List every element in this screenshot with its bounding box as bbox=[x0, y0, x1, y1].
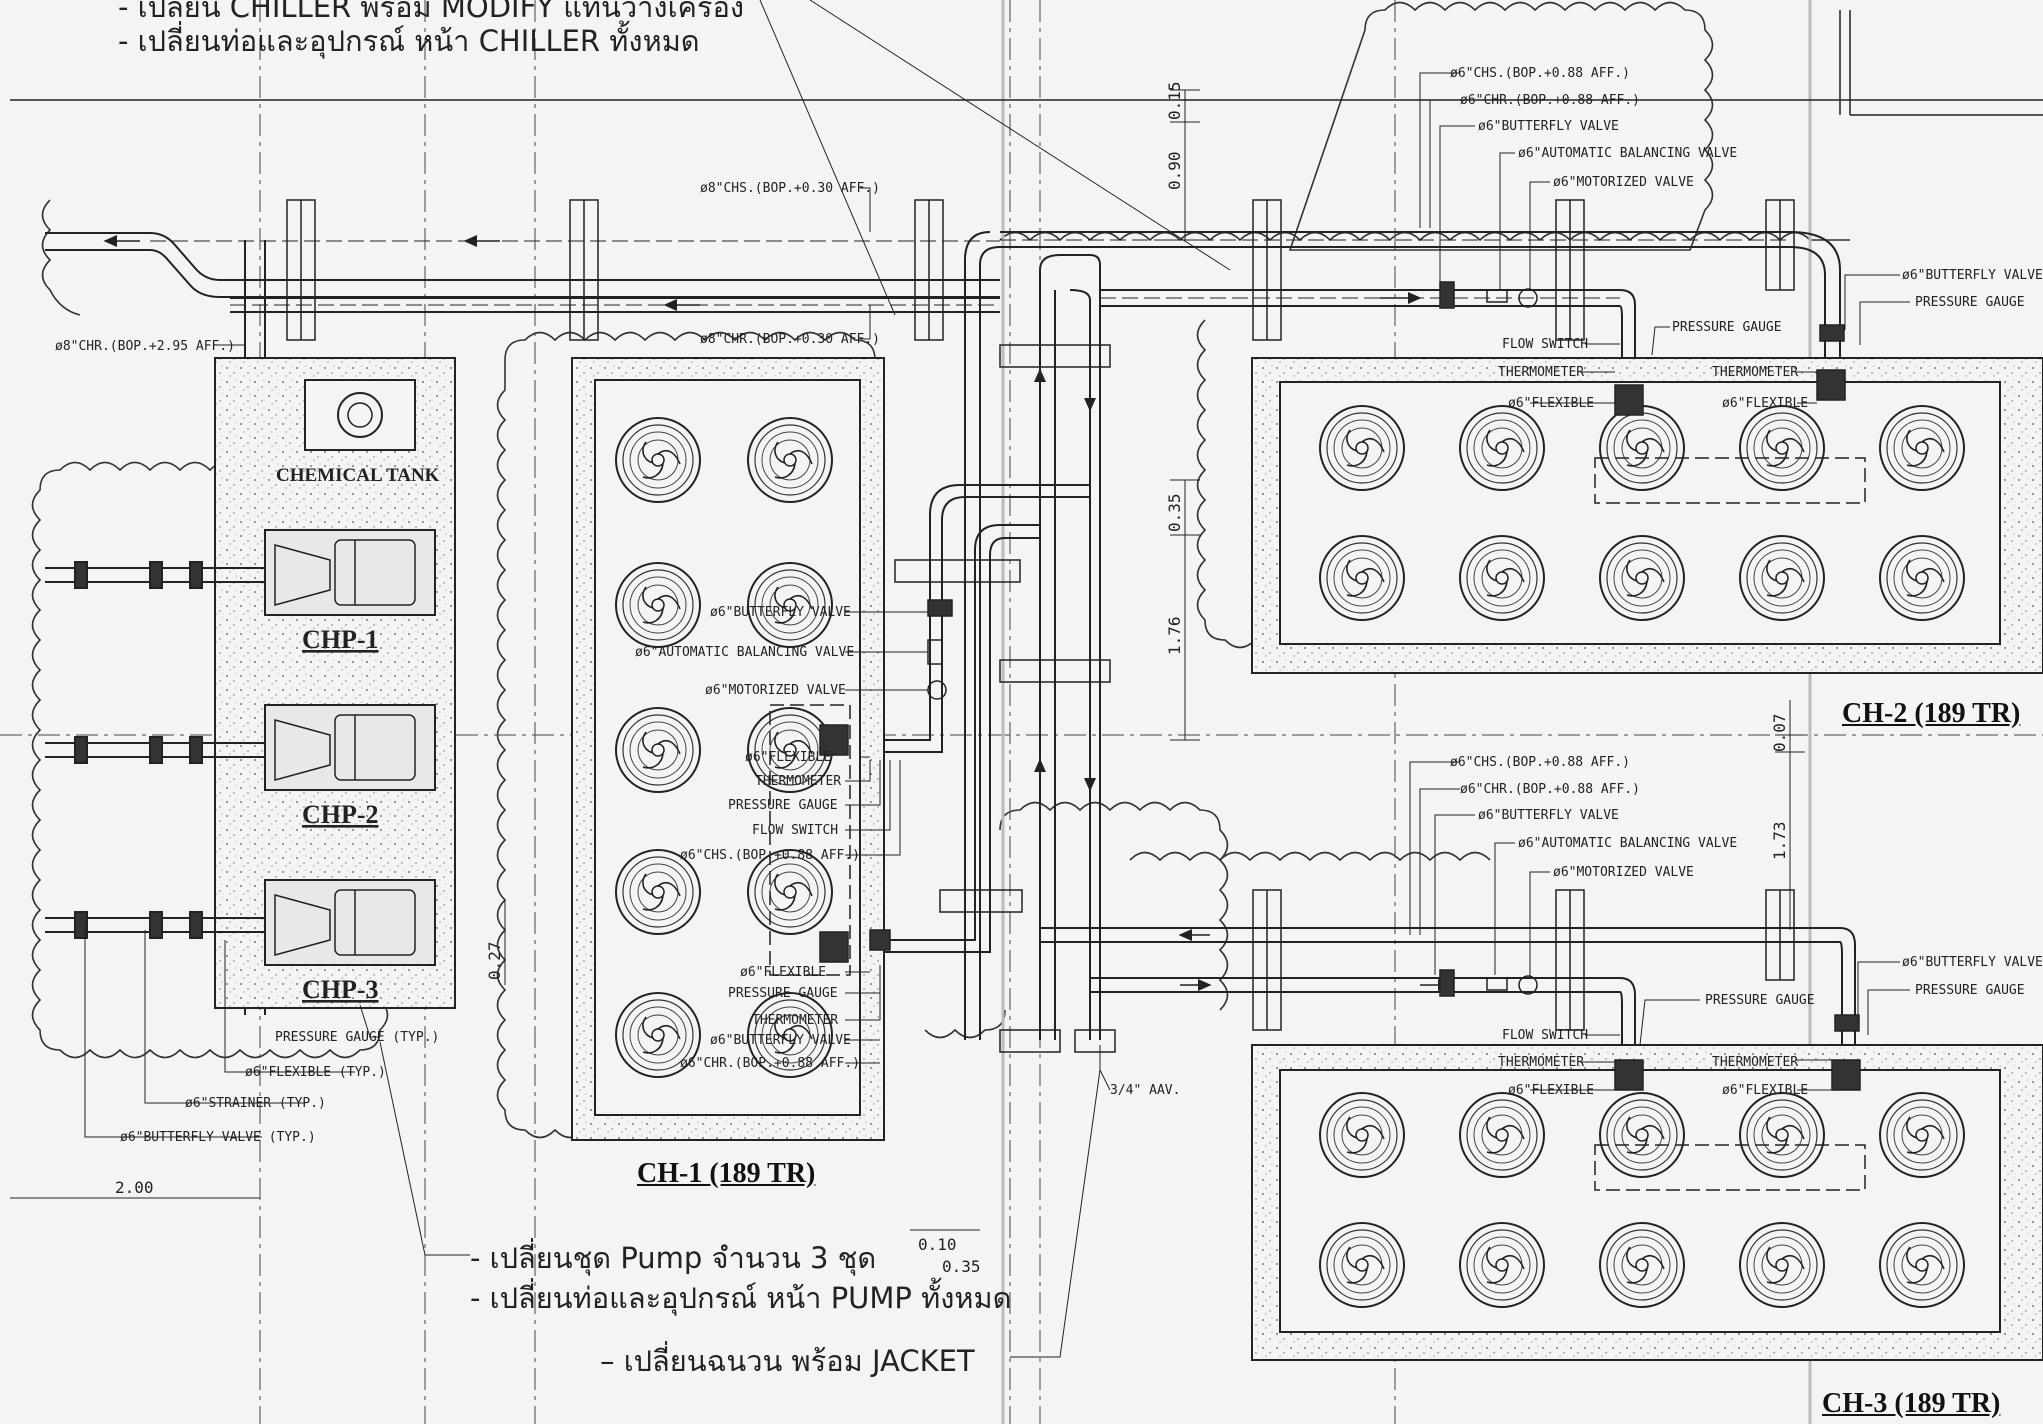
ch2-chiller bbox=[1251, 357, 2043, 674]
ch3-thermometer2-label: THERMOMETER bbox=[1712, 1055, 1798, 1070]
ch1-abv-label: ø6"AUTOMATIC BALANCING VALVE bbox=[635, 645, 854, 660]
pump-pad bbox=[214, 357, 456, 1009]
dim-1-76: 1.76 bbox=[1165, 616, 1184, 655]
label-riser-chr: ø8"CHR.(BOP.+2.95 AFF.) bbox=[55, 339, 235, 354]
dim-1-73: 1.73 bbox=[1770, 821, 1789, 860]
note-replace-pump-piping: - เปลี่ยนท่อและอุปกรณ์ หน้า PUMP ทั้งหมด bbox=[470, 1281, 1012, 1315]
ch1-thermometer2-label: THERMOMETER bbox=[752, 1013, 838, 1028]
ch1-thermometer-label: THERMOMETER bbox=[755, 774, 841, 789]
ch3-chr-label: ø6"CHR.(BOP.+0.88 AFF.) bbox=[1460, 782, 1640, 797]
branch-valves bbox=[819, 281, 1861, 1091]
ch3-flow-switch-label: FLOW SWITCH bbox=[1502, 1028, 1588, 1043]
ch2-thermometer-label: THERMOMETER bbox=[1498, 365, 1584, 380]
label-pressure-gauge-typ: PRESSURE GAUGE (TYP.) bbox=[275, 1030, 439, 1045]
dim-0-10: 0.10 bbox=[918, 1235, 957, 1254]
dim-0-15: 0.15 bbox=[1165, 81, 1184, 120]
ch3-title: CH-3 (189 TR) bbox=[1822, 1388, 2001, 1419]
ch3-butterfly-r-label: ø6"BUTTERFLY VALVE bbox=[1902, 955, 2043, 970]
ch1-flow-switch-label: FLOW SWITCH bbox=[752, 823, 838, 838]
chp3-label: CHP-3 bbox=[302, 975, 379, 1004]
ch1-butterfly-label: ø6"BUTTERFLY VALVE bbox=[710, 605, 851, 620]
note-replace-pumps: - เปลี่ยนชุด Pump จำนวน 3 ชุด bbox=[470, 1241, 877, 1275]
label-butterfly-typ: ø6"BUTTERFLY VALVE (TYP.) bbox=[120, 1130, 316, 1145]
dim-0-07: 0.07 bbox=[1770, 713, 1789, 752]
ch3-pressure-gauge-r-label: PRESSURE GAUGE bbox=[1915, 983, 2025, 998]
note-replace-insulation: – เปลี่ยนฉนวน พร้อม JACKET bbox=[600, 1344, 975, 1378]
ch3-motorized-label: ø6"MOTORIZED VALVE bbox=[1553, 865, 1694, 880]
ch3-abv-label: ø6"AUTOMATIC BALANCING VALVE bbox=[1518, 836, 1737, 851]
annotation-labels: ø8"CHS.(BOP.+0.30 AFF.) ø8"CHR.(BOP.+0.3… bbox=[55, 66, 2043, 1276]
label-aav: 3/4" AAV. bbox=[1110, 1083, 1180, 1098]
dim-0-35b: 0.35 bbox=[942, 1257, 981, 1276]
ch1-chs-label: ø6"CHS.(BOP.+0.88 AFF.) bbox=[680, 848, 860, 863]
label-strainer-typ: ø6"STRAINER (TYP.) bbox=[185, 1096, 326, 1111]
ch2-pressure-gauge-label: PRESSURE GAUGE bbox=[1672, 320, 1782, 335]
ch2-thermometer2-label: THERMOMETER bbox=[1712, 365, 1798, 380]
chemical-tank-label: CHEMICAL TANK bbox=[276, 465, 440, 486]
ch1-title: CH-1 (189 TR) bbox=[637, 1158, 816, 1189]
ch3-thermometer-label: THERMOMETER bbox=[1498, 1055, 1584, 1070]
dimension-lines bbox=[504, 89, 1805, 1231]
ch2-title: CH-2 (189 TR) bbox=[1842, 698, 2021, 729]
ch3-flexible-label: ø6"FLEXIBLE bbox=[1508, 1083, 1594, 1098]
ch1-pressure-gauge-label: PRESSURE GAUGE bbox=[728, 798, 838, 813]
pump-suction-lines bbox=[45, 561, 265, 939]
ch1-chr-label: ø6"CHR.(BOP.+0.88 AFF.) bbox=[680, 1056, 860, 1071]
ch1-butterfly2-label: ø6"BUTTERFLY VALVE bbox=[710, 1033, 851, 1048]
dim-0-27: 0.27 bbox=[485, 941, 504, 980]
ch3-pressure-gauge-label: PRESSURE GAUGE bbox=[1705, 993, 1815, 1008]
ch3-flexible2-label: ø6"FLEXIBLE bbox=[1722, 1083, 1808, 1098]
note-replace-chiller: - เปลี่ยน CHILLER พร้อม MODIFY แท่นวางเค… bbox=[118, 0, 745, 24]
ch3-chiller bbox=[1251, 1044, 2043, 1361]
ch2-flexible2-label: ø6"FLEXIBLE bbox=[1722, 396, 1808, 411]
label-main-chr: ø8"CHR.(BOP.+0.30 AFF.) bbox=[700, 332, 880, 347]
ch2-abv-label: ø6"AUTOMATIC BALANCING VALVE bbox=[1518, 146, 1737, 161]
chp1-label: CHP-1 bbox=[302, 625, 379, 654]
ch2-chs-label: ø6"CHS.(BOP.+0.88 AFF.) bbox=[1450, 66, 1630, 81]
label-main-chs: ø8"CHS.(BOP.+0.30 AFF.) bbox=[700, 181, 880, 196]
ch3-butterfly-label: ø6"BUTTERFLY VALVE bbox=[1478, 808, 1619, 823]
ch3-chs-label: ø6"CHS.(BOP.+0.88 AFF.) bbox=[1450, 755, 1630, 770]
ch2-butterfly-label: ø6"BUTTERFLY VALVE bbox=[1478, 119, 1619, 134]
dim-2-00: 2.00 bbox=[115, 1178, 154, 1197]
ch2-motorized-label: ø6"MOTORIZED VALVE bbox=[1553, 175, 1694, 190]
note-replace-chiller-piping: - เปลี่ยนท่อและอุปกรณ์ หน้า CHILLER ทั้ง… bbox=[118, 24, 700, 58]
ch2-butterfly-r-label: ø6"BUTTERFLY VALVE bbox=[1902, 268, 2043, 283]
ch2-pressure-gauge-r-label: PRESSURE GAUGE bbox=[1915, 295, 2025, 310]
label-flexible-typ: ø6"FLEXIBLE (TYP.) bbox=[245, 1065, 386, 1080]
leader-lines bbox=[10, 0, 1910, 1358]
dim-0-90: 0.90 bbox=[1165, 151, 1184, 190]
pipe-supports bbox=[286, 199, 1795, 1053]
flow-arrows bbox=[103, 235, 1452, 991]
dim-0-35: 0.35 bbox=[1165, 493, 1184, 532]
ch1-flexible2-label: ø6"FLEXIBLE bbox=[740, 965, 826, 980]
ch2-flexible-label: ø6"FLEXIBLE bbox=[1508, 396, 1594, 411]
ch1-pressure-gauge2-label: PRESSURE GAUGE bbox=[728, 986, 838, 1001]
ch1-flexible-label: ø6"FLEXIBLE bbox=[745, 750, 831, 765]
chp2-label: CHP-2 bbox=[302, 800, 379, 829]
main-header-pipes bbox=[10, 10, 2043, 1055]
ch1-motorized-label: ø6"MOTORIZED VALVE bbox=[705, 683, 846, 698]
ch2-chr-label: ø6"CHR.(BOP.+0.88 AFF.) bbox=[1460, 93, 1640, 108]
ch2-flow-switch-label: FLOW SWITCH bbox=[1502, 337, 1588, 352]
